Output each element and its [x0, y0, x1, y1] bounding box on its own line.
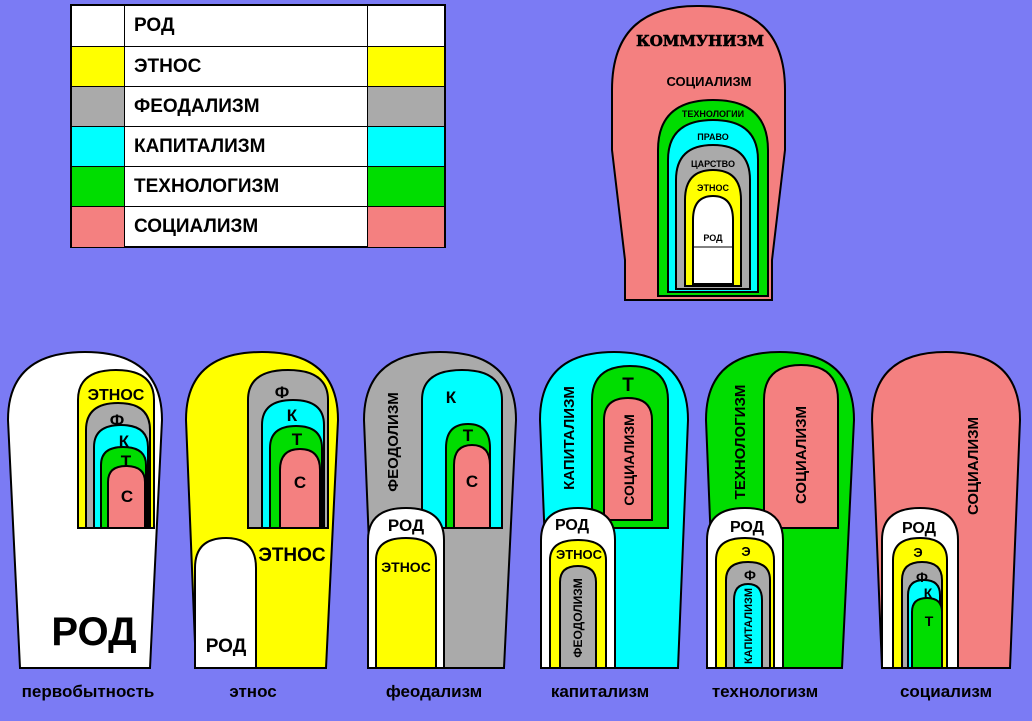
- stage-socializm-labels: СОЦИАЛИЗМ РОД Э Ф К Т социализм: [900, 417, 992, 701]
- stage-etnos-labels: ЭТНОС РОД Ф К Т С этнос: [206, 383, 326, 701]
- stage-inner-label: К: [119, 432, 130, 451]
- stage-feodalizm-labels: ФЕОДОЛИЗМ РОД ЭТНОС К Т С феодализм: [381, 388, 482, 701]
- legend-label: ТЕХНОЛОГИЗМ: [134, 176, 280, 197]
- stage-feodalizm: [362, 350, 518, 669]
- legend-row-socialism: СОЦИАЛИЗМ: [72, 206, 444, 247]
- stage-main-label: ТЕХНОЛОГИЗМ: [732, 385, 749, 500]
- legend-label: КАПИТАЛИЗМ: [134, 136, 266, 157]
- stage-caption: первобытность: [22, 682, 155, 701]
- stage-old-label: РОД: [902, 520, 937, 537]
- stage-inner-label: Т: [622, 375, 634, 396]
- stage-old-label: РОД: [206, 636, 247, 657]
- legend-swatch: [367, 6, 444, 46]
- legend-swatch: [72, 87, 125, 127]
- stage-inner-label: С: [294, 473, 306, 492]
- stage-inner-label: К: [446, 388, 457, 407]
- rod-label: РОД: [703, 233, 723, 243]
- stage-old-label: Т: [925, 613, 934, 629]
- legend-swatch: [72, 47, 125, 87]
- stage-pervobytnost: [6, 350, 164, 669]
- legend-label: РОД: [134, 15, 175, 36]
- stage-inner-label: С: [121, 487, 133, 506]
- stage-old-label: РОД: [555, 517, 590, 534]
- etnos-label: ЭТНОС: [697, 183, 729, 193]
- legend-swatch: [367, 167, 444, 207]
- tehnologii-label: ТЕХНОЛОГИИ: [682, 109, 744, 119]
- legend-swatch: [367, 127, 444, 167]
- stage-caption: капитализм: [551, 682, 649, 701]
- stage-caption: этнос: [229, 682, 276, 701]
- stage-inner-label: К: [287, 406, 298, 425]
- stage-old-label: КАПИТАЛИЗМ: [743, 588, 755, 664]
- stage-socializm: [870, 350, 1022, 669]
- stage-old-label: ЭТНОС: [381, 559, 431, 575]
- legend-row-technologism: ТЕХНОЛОГИЗМ: [72, 166, 444, 207]
- stage-old-label: Э: [913, 545, 922, 560]
- stage-old-label: Э: [741, 544, 750, 559]
- stage-inner-label: Т: [463, 426, 474, 445]
- rod-shape: [692, 194, 734, 285]
- nested-labels: КОММУНИЗМ СОЦИАЛИЗМ ТЕХНОЛОГИИ ПРАВО ЦАР…: [636, 32, 764, 243]
- socializm-label: СОЦИАЛИЗМ: [666, 74, 751, 89]
- stage-caption: феодализм: [386, 682, 482, 701]
- legend-swatch: [367, 87, 444, 127]
- stage-inner-label: Ф: [110, 411, 125, 430]
- stage-inner-label: Т: [121, 452, 132, 471]
- stage-inner-label: ЭТНОС: [88, 387, 145, 404]
- stage-main-label: СОЦИАЛИЗМ: [965, 417, 982, 515]
- legend-row-capitalism: КАПИТАЛИЗМ: [72, 126, 444, 167]
- legend-row-feudalism: ФЕОДАЛИЗМ: [72, 86, 444, 127]
- stage-kapitalizm-labels: КАПИТАЛИЗМ РОД ЭТНОС ФЕОДОЛИЗМ Т СОЦИАЛИ…: [551, 375, 649, 701]
- legend-swatch: [72, 207, 125, 247]
- stage-main-label: ФЕОДОЛИЗМ: [385, 392, 402, 491]
- stage-old-label: РОД: [388, 516, 424, 535]
- stage-caption: социализм: [900, 682, 992, 701]
- stage-old-label: Ф: [916, 569, 928, 585]
- stage-inner-label: Ф: [275, 383, 290, 402]
- stage-main-label: РОД: [51, 610, 136, 654]
- legend-row-rod: РОД: [72, 6, 444, 46]
- kommunizm-label: КОММУНИЗМ: [636, 32, 764, 50]
- legend-label: ФЕОДАЛИЗМ: [134, 96, 260, 117]
- legend-swatch: [72, 167, 125, 207]
- stage-old-label: ФЕОДОЛИЗМ: [571, 578, 585, 658]
- stage-etnos: [184, 350, 340, 669]
- stage-inner-label: С: [466, 472, 478, 491]
- legend-row-ethnos: ЭТНОС: [72, 46, 444, 87]
- stage-old-label: Ф: [744, 567, 756, 583]
- pravo-label: ПРАВО: [697, 132, 728, 142]
- stage-old-label: РОД: [730, 519, 765, 536]
- legend-label: ЭТНОС: [134, 56, 202, 77]
- stage-main-label: КАПИТАЛИЗМ: [561, 386, 578, 490]
- stage-inner-label: СОЦИАЛИЗМ: [793, 406, 810, 504]
- legend-label: СОЦИАЛИЗМ: [134, 216, 259, 237]
- legend-swatch: [72, 127, 125, 167]
- legend-table: РОД ЭТНОС ФЕОДАЛИЗМ КАПИТАЛИЗМ ТЕХНОЛОГИ…: [70, 4, 446, 248]
- stage-main-label: ЭТНОС: [258, 545, 326, 566]
- legend-swatch: [367, 47, 444, 87]
- stage-inner-label: Т: [292, 430, 303, 449]
- legend-swatch: [367, 207, 444, 247]
- stage-old-label: ЭТНОС: [556, 547, 603, 562]
- stage-kapitalizm: [538, 350, 690, 669]
- stage-pervobytnost-labels: РОД ЭТНОС Ф К Т С первобытность: [22, 387, 155, 701]
- carstvo-label: ЦАРСТВО: [691, 159, 735, 169]
- nested-diagram: [611, 5, 786, 301]
- stage-inner-label: СОЦИАЛИЗМ: [621, 414, 637, 506]
- stage-tehnologizm: [704, 350, 856, 669]
- stage-caption: технологизм: [712, 682, 818, 701]
- legend-swatch: [72, 6, 125, 46]
- stage-tehnologizm-labels: ТЕХНОЛОГИЗМ СОЦИАЛИЗМ РОД Э Ф КАПИТАЛИЗМ…: [712, 385, 818, 701]
- stage-old-label: К: [924, 585, 933, 601]
